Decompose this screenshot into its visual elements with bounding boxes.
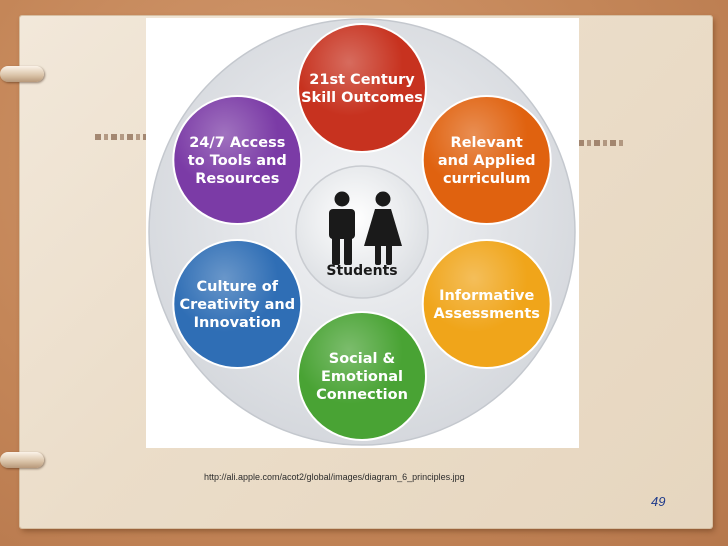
decorative-line-right	[578, 140, 623, 146]
center-circle	[295, 165, 429, 299]
principle-label-line: Informative	[439, 288, 534, 304]
binder-ring-bottom	[0, 452, 44, 468]
students-label: Students	[326, 263, 397, 279]
principle-label-line: Connection	[316, 387, 408, 403]
principle-label-line: Culture of	[197, 279, 279, 295]
students-hub: Students	[295, 165, 429, 299]
principle-label-line: curriculum	[443, 171, 531, 187]
principle-label-line: Assessments	[433, 306, 539, 322]
principle-label-line: Social &	[329, 351, 396, 367]
principle-label-line: Skill Outcomes	[301, 90, 423, 106]
principle-label-line: 21st Century	[309, 72, 415, 88]
principle-label-line: and Applied	[438, 153, 536, 169]
binder-ring-top	[0, 66, 44, 82]
principle-label-line: to Tools and	[188, 153, 287, 169]
principle-label-line: 24/7 Access	[189, 135, 285, 151]
principle-circle-shine	[298, 312, 426, 440]
page-number: 49	[651, 494, 666, 509]
principle-relevant-curriculum: Relevant and Applied curriculum	[421, 95, 552, 225]
principle-label-line: Relevant	[451, 135, 523, 151]
principle-circle-shine	[422, 96, 551, 224]
principle-label-line: Emotional	[321, 369, 403, 385]
principle-circle-shine	[298, 24, 426, 152]
principle-circle-shine	[422, 240, 551, 368]
principle-label-line: Creativity and	[179, 297, 295, 313]
principle-label-line: Innovation	[194, 315, 281, 331]
source-url: http://ali.apple.com/acot2/global/images…	[204, 472, 465, 482]
male-figure-icon	[329, 191, 355, 265]
decorative-line-left	[95, 134, 147, 140]
female-figure-icon	[364, 191, 402, 265]
principle-circle-shine	[173, 240, 302, 368]
principle-label-line: Resources	[195, 171, 279, 187]
principle-circle-shine	[173, 96, 302, 224]
